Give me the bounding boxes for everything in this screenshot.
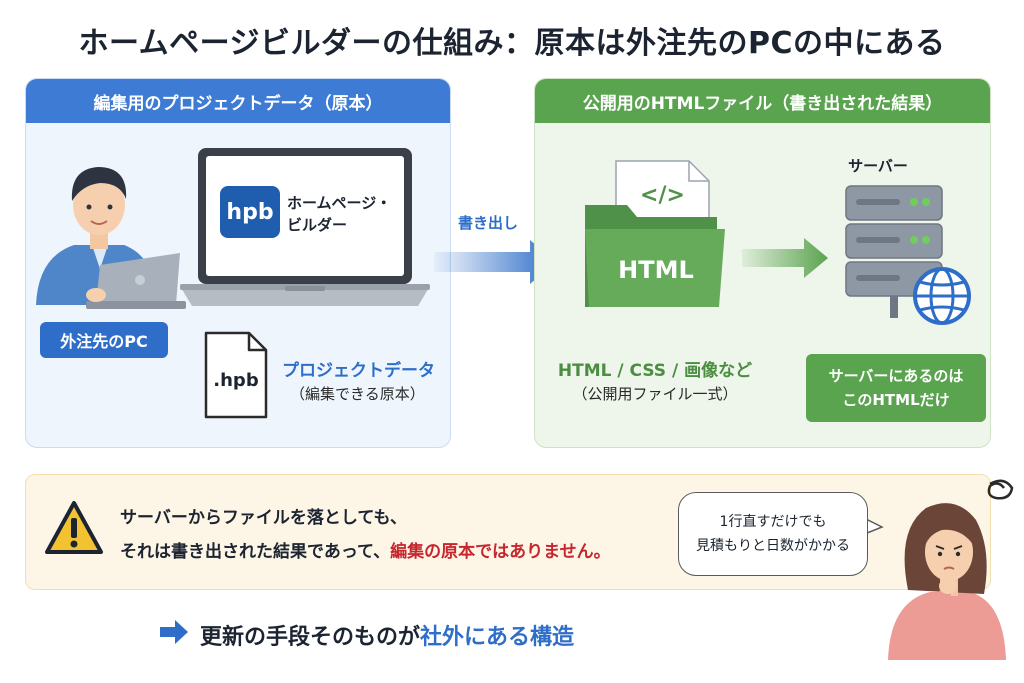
export-label: 書き出し xyxy=(458,214,519,232)
warning-line2: それは書き出された結果であって、編集の原本ではありません。 xyxy=(120,537,611,562)
hpb-file-extension: .hpb xyxy=(213,370,259,391)
page-title: ホームページビルダーの仕組み：原本は外注先のPCの中にある xyxy=(78,26,946,61)
bubble-line1: 1行直すだけでも xyxy=(719,514,827,530)
app-name: ホームページ・ ビルダー xyxy=(287,192,417,236)
warning-line1: サーバーからファイルを落としても、 xyxy=(120,508,407,528)
warning-highlight: 編集の原本ではありません。 xyxy=(390,542,611,562)
server-note-line2: このHTMLだけ xyxy=(842,391,950,409)
html-folder-label: HTML xyxy=(618,256,694,284)
bottom-statement: 更新の手段そのものが社外にある構造 xyxy=(200,619,574,651)
speech-bubble: 1行直すだけでも 見積もりと日数がかかる xyxy=(678,492,868,576)
file-icon xyxy=(204,331,268,419)
published-panel-header: 公開用のHTMLファイル（書き出された結果） xyxy=(535,79,990,123)
arrow-right-icon xyxy=(160,620,188,644)
app-name-line2: ビルダー xyxy=(287,216,348,234)
html-folder-icon xyxy=(585,160,725,307)
worried-person-icon xyxy=(888,479,1014,660)
person-with-laptop-icon xyxy=(36,167,186,309)
source-panel-header: 編集用のプロジェクトデータ（原本） xyxy=(26,79,450,123)
bottom-prefix: 更新の手段そのものが xyxy=(200,625,421,650)
server-note-line1: サーバーにあるのは xyxy=(828,367,964,385)
project-data-label: プロジェクトデータ xyxy=(282,361,435,381)
laptop-icon xyxy=(180,148,430,306)
project-data-note: （編集できる原本） xyxy=(290,385,425,403)
outsourcer-pc-badge: 外注先のPC xyxy=(40,322,168,358)
bubble-line2: 見積もりと日数がかかる xyxy=(696,538,850,554)
upload-arrow-icon xyxy=(742,238,828,278)
bottom-highlight: 社外にある構造 xyxy=(420,625,575,650)
export-arrow-icon xyxy=(434,240,556,284)
code-icon: </> xyxy=(640,183,685,208)
server-label: サーバー xyxy=(848,157,908,175)
hpb-logo: hpb xyxy=(220,186,280,238)
server-icon xyxy=(845,185,971,325)
warning-line2-prefix: それは書き出された結果であって、 xyxy=(120,542,391,562)
app-name-line1: ホームページ・ xyxy=(287,194,392,212)
files-label: HTML / CSS / 画像など xyxy=(557,361,753,381)
warning-icon xyxy=(45,501,103,554)
server-note: サーバーにあるのは このHTMLだけ xyxy=(806,354,986,422)
files-note: （公開用ファイル一式） xyxy=(572,385,738,403)
